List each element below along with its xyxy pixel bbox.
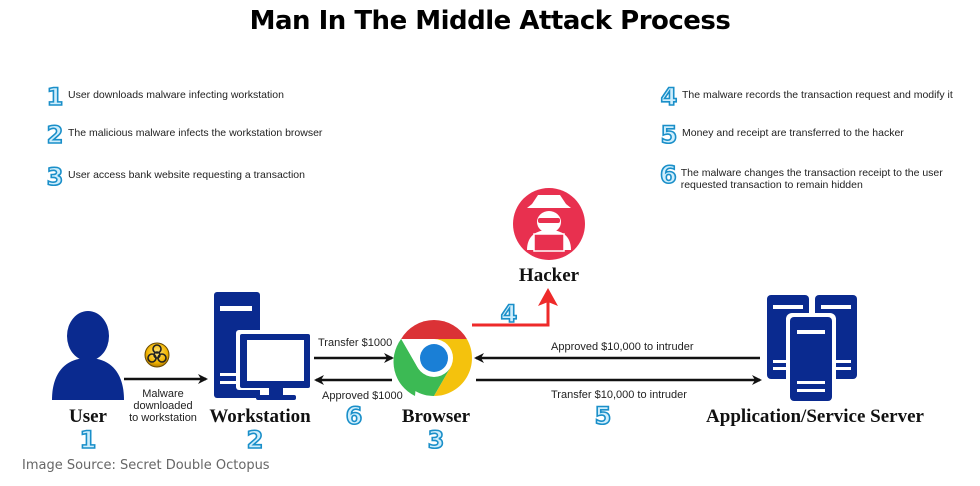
node-label-browser: Browser (401, 406, 471, 427)
flow-number-5: 5 (594, 401, 612, 431)
node-label-workstation: Workstation (209, 406, 311, 427)
step-6: 6 The malware changes the transaction re… (659, 161, 960, 191)
step-text: User access bank website requesting a tr… (68, 169, 305, 181)
arrow-head-hacker (538, 288, 558, 306)
step-number: 2 (46, 121, 64, 149)
step-number: 1 (46, 83, 64, 111)
label-approved-10000: Approved $10,000 to intruder (551, 341, 694, 353)
browser-icon (393, 320, 472, 396)
label-transfer-1000: Transfer $1000 (318, 337, 393, 349)
node-label-user: User (69, 406, 107, 427)
flow-number-6: 6 (345, 401, 363, 431)
node-number-workstation: 2 (246, 425, 264, 455)
step-number: 4 (660, 83, 678, 111)
image-source-caption: Image Source: Secret Double Octopus (22, 458, 270, 473)
workstation-icon (214, 292, 312, 400)
diagram-title: Man In The Middle Attack Process (249, 6, 731, 36)
label-malware-download: Malware downloaded to workstation (129, 388, 197, 424)
step-2: 2 The malicious malware infects the work… (46, 121, 323, 149)
step-number: 6 (659, 161, 677, 189)
flow-number-4: 4 (500, 299, 518, 329)
node-label-hacker: Hacker (518, 265, 580, 286)
label-approved-1000: Approved $1000 (322, 390, 403, 402)
server-icon (767, 295, 857, 401)
node-label-server: Application/Service Server (706, 406, 924, 427)
step-4: 4 The malware records the transaction re… (660, 83, 953, 111)
hacker-icon (513, 188, 585, 260)
step-text: The malware records the transaction requ… (682, 89, 953, 101)
step-3: 3 User access bank website requesting a … (46, 163, 305, 191)
arrow-browser-to-hacker (472, 300, 550, 327)
step-1: 1 User downloads malware infecting works… (46, 83, 284, 111)
node-number-browser: 3 (427, 425, 445, 455)
biohazard-icon (144, 342, 170, 368)
step-5: 5 Money and receipt are transferred to t… (660, 121, 904, 149)
step-text: Money and receipt are transferred to the… (682, 127, 904, 139)
node-number-user: 1 (79, 425, 97, 455)
step-text: The malicious malware infects the workst… (68, 127, 323, 139)
label-transfer-10000: Transfer $10,000 to intruder (551, 389, 687, 401)
step-text: The malware changes the transaction rece… (680, 167, 943, 191)
step-text: User downloads malware infecting worksta… (68, 89, 284, 101)
step-number: 3 (46, 163, 64, 191)
step-number: 5 (660, 121, 678, 149)
user-icon (52, 311, 124, 400)
